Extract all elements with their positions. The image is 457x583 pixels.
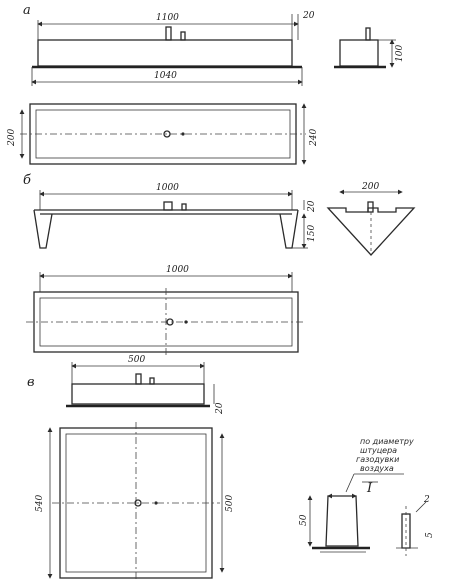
detail-section-mark: I: [366, 481, 373, 496]
dim-a-top-offset: 20: [302, 11, 315, 21]
v-plan-nozzle-small: [154, 501, 158, 505]
a-front-body: [37, 39, 293, 67]
a-nozzle: [165, 26, 172, 41]
dim-b-side-width: 200: [361, 182, 379, 192]
detail-leader: [345, 473, 355, 493]
b-left-leg: [33, 209, 53, 249]
dim-a-plan-width-left: 200: [7, 129, 17, 147]
section-b: б 1000 20 150 200 1000: [23, 173, 416, 356]
section-v: в 500 20 540 500 по диаметру штуцера газ…: [27, 355, 435, 582]
detail-body: [325, 495, 359, 547]
v-nozzle: [135, 373, 142, 385]
section-v-label: в: [27, 375, 35, 390]
b-side-nozzle: [367, 201, 374, 213]
v-front-body: [71, 383, 205, 405]
a-nozzle-small: [180, 31, 186, 41]
b-nozzle-small: [181, 203, 187, 211]
detail-note-line3: газодувки: [356, 455, 399, 464]
dim-a-top-length: 1100: [156, 13, 179, 23]
detail-small-leader: [415, 501, 427, 513]
dim-b-plan-length: 1000: [166, 265, 189, 275]
dim-b-top-length: 1000: [156, 183, 179, 193]
section-b-label: б: [23, 173, 31, 188]
dim-a-side-height: 100: [395, 45, 405, 62]
detail-note-line1: по диаметру: [360, 437, 414, 446]
b-right-leg: [279, 209, 299, 249]
dim-b-height-150: 150: [307, 225, 317, 242]
dim-v-top-width: 500: [128, 355, 145, 365]
b-plan-nozzle-small: [184, 320, 188, 324]
a-plan-nozzle: [163, 130, 171, 138]
b-nozzle: [163, 201, 173, 211]
dim-v-plan-inner: 500: [225, 495, 235, 512]
v-nozzle-small: [149, 377, 155, 385]
dim-v-plan-outer: 540: [35, 495, 45, 512]
detail-note-line4: воздуха: [360, 464, 394, 473]
dim-v-detail-small: 5: [425, 532, 435, 538]
a-side-nozzle: [365, 27, 371, 41]
section-a-label: а: [23, 3, 31, 18]
dim-v-detail-height: 50: [299, 514, 309, 526]
a-plan-nozzle-small: [181, 132, 185, 136]
detail-note-line2: штуцера: [360, 446, 397, 455]
v-plan-nozzle: [134, 499, 142, 507]
b-plan-nozzle: [166, 318, 174, 326]
dim-a-plan-width-right: 240: [309, 129, 319, 147]
a-side-body: [339, 39, 379, 67]
dim-b-height-20: 20: [307, 200, 317, 213]
b-side-triangle: [326, 207, 416, 256]
dim-a-total-length: 1040: [154, 71, 177, 81]
section-a: а 1100 20 1040 100 200 240: [7, 3, 405, 165]
dim-v-detail-small2: 2: [423, 495, 430, 505]
dim-v-top-offset: 20: [215, 402, 225, 415]
